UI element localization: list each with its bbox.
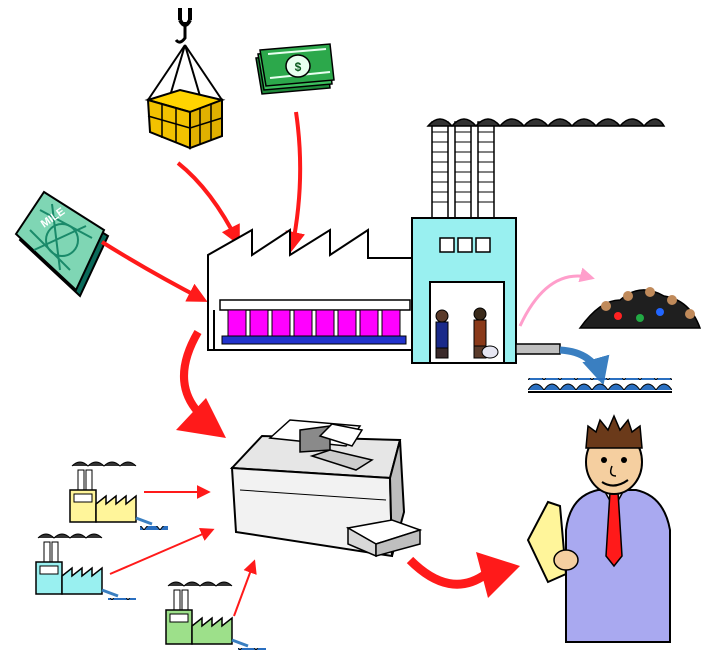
factory-to-product-arrow — [180, 329, 202, 415]
water-body — [528, 378, 672, 392]
cash-stack-icon: $ — [255, 43, 335, 95]
small-factory-green-icon — [165, 581, 266, 653]
waste-pile-icon — [578, 287, 702, 329]
small-factory-yellow-icon — [69, 461, 168, 531]
hair — [585, 414, 643, 449]
main-factory — [207, 118, 666, 364]
wastewater-arrow — [559, 346, 610, 386]
small-factory-cyan-icon — [35, 533, 136, 603]
input-arrows — [100, 111, 306, 302]
plan-to-factory-arrow — [100, 240, 208, 302]
printer-product-icon — [229, 419, 423, 558]
businessman-customer-icon — [526, 414, 671, 643]
workers-icon — [435, 307, 499, 359]
map-book-icon: MILE — [14, 190, 110, 298]
document-paper-icon — [526, 500, 568, 584]
supplier-arrows — [109, 485, 257, 617]
crate-on-hook-icon — [144, 8, 226, 150]
smoke-plume — [426, 118, 666, 128]
money-to-factory-arrow — [285, 111, 306, 252]
drain-pipe — [515, 343, 561, 355]
product-to-customer-arrow — [406, 556, 489, 589]
chimneys — [426, 118, 666, 219]
assembly-machines — [221, 309, 407, 345]
dollar-sign: $ — [295, 60, 302, 74]
materials-to-factory-arrow — [176, 161, 240, 246]
waste-arrow — [518, 267, 595, 327]
